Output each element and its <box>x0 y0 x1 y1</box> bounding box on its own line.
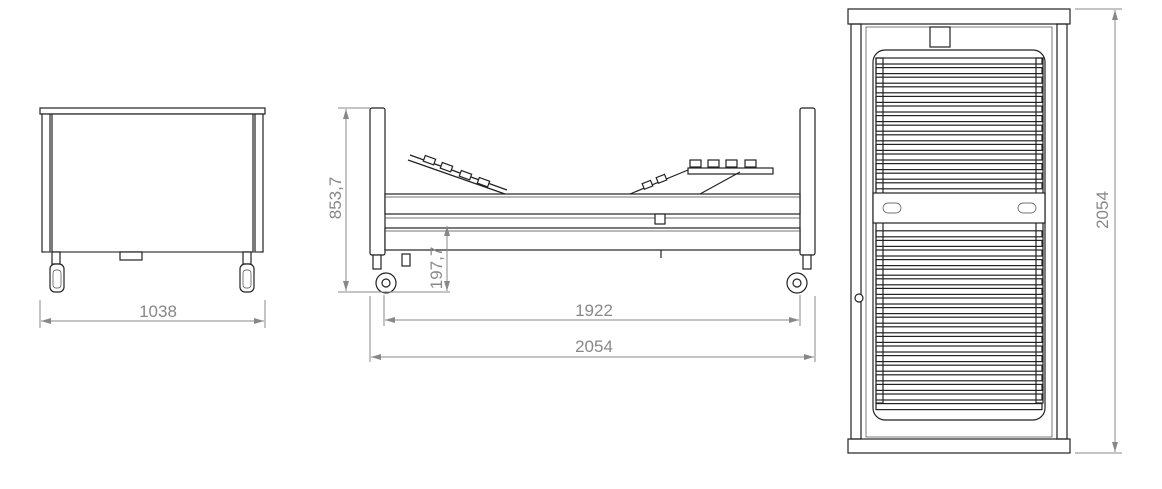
caster-foot <box>786 254 812 294</box>
slat <box>875 355 1043 363</box>
inner-length-dimension-label: 1922 <box>575 301 613 320</box>
slat <box>875 335 1043 343</box>
slat <box>875 114 1043 123</box>
width-dimension-label: 1038 <box>139 302 177 321</box>
dimension-height: 853,7 <box>326 107 450 293</box>
slat <box>875 124 1043 132</box>
clearance-dimension-label: 197,7 <box>427 247 446 290</box>
slat <box>875 105 1043 113</box>
slat <box>875 383 1043 391</box>
slat <box>875 326 1043 334</box>
dimension-width: 1038 <box>39 300 266 328</box>
caster-right <box>239 251 255 293</box>
slat <box>875 143 1043 151</box>
front-view: 1038 <box>39 107 266 328</box>
caster-head <box>372 253 411 294</box>
slat <box>875 172 1043 180</box>
legrest-section <box>629 159 774 195</box>
slat <box>875 182 1043 190</box>
slat <box>875 163 1043 171</box>
dimension-top-length: 2054 <box>1075 8 1122 454</box>
dimension-inner-length: 1922 <box>383 295 801 326</box>
slat <box>875 57 1043 65</box>
top-view: 2054 <box>847 8 1122 454</box>
slat <box>875 76 1043 84</box>
side-view: 853,7 197,7 1922 2054 <box>326 107 816 362</box>
slat <box>875 153 1043 161</box>
slat <box>875 297 1043 305</box>
dimension-overall-length: 2054 <box>369 296 816 362</box>
overall-length-dimension-label: 2054 <box>575 337 613 356</box>
slat <box>875 364 1043 372</box>
slat <box>875 403 1043 411</box>
slat-holder-rail <box>1035 57 1044 404</box>
caster-left <box>49 251 65 293</box>
slat <box>875 345 1043 353</box>
slat-holder-rail <box>875 57 884 404</box>
slat <box>875 66 1043 75</box>
slat <box>875 374 1043 382</box>
backrest-section <box>407 154 508 195</box>
top-length-dimension-label: 2054 <box>1093 191 1112 229</box>
slat <box>875 307 1043 315</box>
slat <box>875 287 1043 295</box>
slat <box>875 278 1043 286</box>
slat <box>875 249 1043 257</box>
slat-group <box>875 57 1044 411</box>
slat <box>875 393 1043 401</box>
slat <box>875 86 1043 94</box>
slat <box>875 230 1043 238</box>
slat <box>875 95 1043 104</box>
dimension-clearance: 197,7 <box>427 226 450 291</box>
slat <box>875 134 1043 142</box>
slat <box>875 239 1043 247</box>
slat <box>875 259 1043 267</box>
slat <box>875 268 1043 276</box>
height-dimension-label: 853,7 <box>326 177 345 220</box>
slat <box>875 316 1043 324</box>
